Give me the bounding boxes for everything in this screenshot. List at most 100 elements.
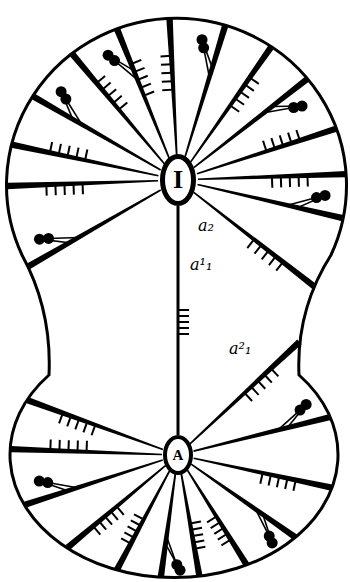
strand (189, 45, 274, 164)
comb-tick (73, 184, 75, 195)
comb-tick (49, 440, 51, 451)
strand (193, 458, 332, 491)
pin-head (267, 537, 278, 548)
nucleus-letter: I (173, 167, 183, 193)
nucleus-oval: I (160, 154, 196, 206)
comb-tick (59, 413, 63, 423)
oval-border (165, 437, 191, 473)
pin-head (103, 50, 114, 61)
comb-tick (251, 387, 259, 395)
strand (66, 465, 167, 550)
pin-head (197, 34, 208, 45)
comb-tick (59, 144, 61, 155)
comb-tick (260, 473, 262, 484)
comb-tick (121, 538, 131, 543)
comb-tick (67, 440, 69, 451)
comb-tick (255, 245, 262, 254)
comb-tick (277, 477, 279, 488)
comb-tick (102, 83, 110, 90)
comb-tick (193, 541, 204, 543)
comb-tick (108, 89, 116, 96)
comb-tick (141, 84, 151, 88)
comb-tick (93, 526, 100, 534)
strand-label: a₂ (197, 217, 215, 235)
comb-tick (293, 480, 295, 491)
pin-head (34, 234, 45, 245)
comb-tick (262, 251, 269, 260)
comb-tick (179, 321, 189, 323)
comb-tick (271, 368, 279, 376)
oval-border (163, 157, 194, 204)
comb-tick (263, 141, 266, 151)
comb-tick (50, 142, 52, 153)
comb-tick (58, 440, 60, 451)
comb-tick (289, 176, 291, 187)
comb-tick (280, 135, 283, 145)
comb-tick (124, 532, 134, 537)
comb-tick (97, 76, 105, 83)
comb-tick (161, 72, 172, 75)
comb-tick (250, 78, 259, 84)
comb-tick (117, 506, 124, 514)
comb-tick (161, 55, 172, 58)
comb-tick (298, 176, 300, 187)
comb-tick (128, 526, 138, 531)
comb-tick (67, 416, 71, 426)
pin-head (320, 190, 331, 201)
comb-tick (214, 528, 223, 534)
comb-tick (190, 522, 201, 524)
comb-tick (280, 176, 282, 187)
strand (11, 142, 159, 177)
comb-tick (192, 534, 203, 536)
strand (27, 397, 164, 450)
strand (114, 29, 171, 162)
comb-tick (306, 175, 308, 186)
comb-tick (288, 133, 291, 143)
comb-tick (264, 375, 272, 383)
comb-tick (211, 522, 220, 528)
comb-tick (131, 520, 141, 525)
comb-tick (179, 327, 189, 329)
strand (193, 192, 316, 289)
comb-tick (83, 422, 87, 432)
comb-tick (144, 92, 154, 96)
comb-tick (113, 96, 121, 103)
strand (180, 471, 203, 577)
comb-tick (269, 256, 276, 265)
comb-tick (134, 514, 144, 519)
comb-tick (221, 539, 230, 545)
strand-connector (177, 206, 180, 435)
radial-strands (7, 19, 346, 577)
comb-tick (138, 76, 148, 80)
comb-tick (245, 85, 254, 91)
comb-tick (85, 149, 87, 160)
comb-tick (67, 146, 69, 157)
comb-tick (191, 528, 202, 530)
strand-label: a²₁ (228, 340, 252, 358)
comb-tick (179, 315, 189, 317)
nucleus-letter: A (173, 448, 184, 463)
comb-tick (119, 102, 127, 109)
pin-head (175, 565, 186, 576)
comb-tick (269, 475, 271, 486)
comb-tick (63, 184, 65, 195)
comb-tick (99, 521, 106, 529)
comb-tick (162, 80, 173, 83)
strand (197, 184, 343, 221)
comb-tick (179, 333, 189, 335)
strand-ticks (179, 310, 189, 334)
comb-tick (161, 63, 172, 66)
strand-label: a¹₁ (189, 256, 213, 274)
comb-tick (207, 516, 216, 522)
strand (70, 52, 166, 165)
comb-tick (111, 511, 118, 519)
comb-tick (247, 239, 254, 248)
comb-tick (105, 516, 112, 524)
comb-tick (271, 138, 274, 148)
pin-head (56, 86, 67, 97)
comb-tick (92, 425, 96, 435)
comb-tick (82, 183, 84, 194)
comb-tick (162, 89, 173, 92)
comb-tick (76, 148, 78, 159)
